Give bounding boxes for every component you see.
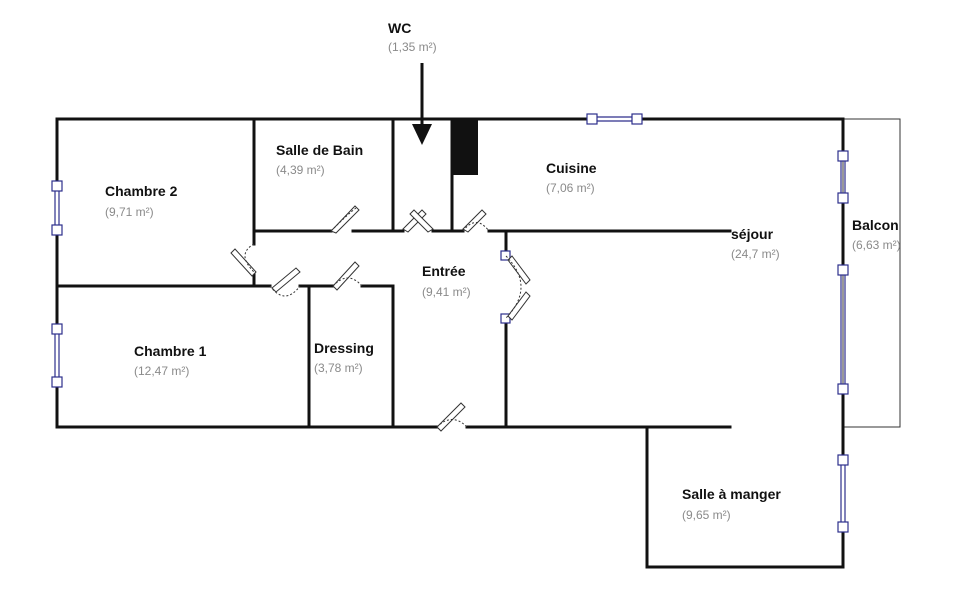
- room-labels: WC (1,35 m²) Salle de Bain (4,39 m²) Cha…: [105, 20, 901, 522]
- doors: [230, 205, 531, 432]
- room-area-balcon: (6,63 m²): [852, 238, 901, 252]
- room-area-dressing: (3,78 m²): [314, 361, 363, 375]
- down-arrow-icon: [412, 63, 432, 145]
- room-area-wc: (1,35 m²): [388, 40, 437, 54]
- window-icon: [500, 250, 511, 324]
- window-icon: [837, 264, 849, 395]
- room-name-dressing: Dressing: [314, 340, 374, 356]
- room-area-chambre-2: (9,71 m²): [105, 205, 154, 219]
- room-area-salle-de-bain: (4,39 m²): [276, 163, 325, 177]
- door-swing-icon: [332, 261, 363, 291]
- window-icon: [837, 150, 849, 204]
- balcony-outline: [842, 118, 901, 428]
- room-name-chambre-1: Chambre 1: [134, 343, 207, 359]
- room-name-chambre-2: Chambre 2: [105, 183, 178, 199]
- room-area-chambre-1: (12,47 m²): [134, 364, 189, 378]
- room-name-balcon: Balcon: [852, 217, 899, 233]
- windows: [51, 113, 849, 533]
- room-name-wc: WC: [388, 20, 411, 36]
- door-swing-icon: [230, 243, 257, 277]
- door-swing-icon: [402, 209, 434, 233]
- room-name-salle-de-bain: Salle de Bain: [276, 142, 363, 158]
- room-name-salle-a-manger: Salle à manger: [682, 486, 781, 502]
- door-swing-icon: [269, 267, 301, 297]
- door-swing-icon: [505, 255, 531, 321]
- door-swing-icon: [330, 205, 360, 234]
- room-area-salle-a-manger: (9,65 m²): [682, 508, 731, 522]
- room-name-cuisine: Cuisine: [546, 160, 597, 176]
- window-icon: [51, 180, 63, 236]
- room-area-entree: (9,41 m²): [422, 285, 471, 299]
- window-icon: [837, 454, 849, 533]
- room-name-entree: Entrée: [422, 263, 466, 279]
- room-area-cuisine: (7,06 m²): [546, 181, 595, 195]
- window-icon: [586, 113, 643, 125]
- room-area-sejour: (24,7 m²): [731, 247, 780, 261]
- door-swing-icon: [462, 209, 490, 233]
- window-icon: [51, 323, 63, 388]
- door-swing-icon: [436, 402, 468, 432]
- room-name-sejour: séjour: [731, 226, 774, 242]
- walls: [55, 117, 845, 569]
- duct-block: [451, 119, 478, 175]
